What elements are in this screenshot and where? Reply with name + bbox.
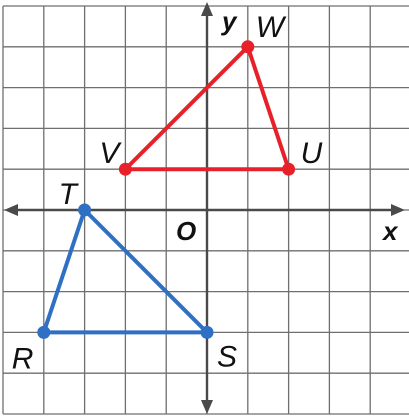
vertex-point-r [37,325,51,339]
vertex-point-u [282,162,296,176]
vertex-point-s [200,325,214,339]
axes [4,2,405,414]
triangle-2 [41,208,209,335]
triangles [37,40,296,339]
x-axis-arrow-left [4,204,18,216]
origin-label: O [176,216,196,246]
vertex-point-w [241,40,255,54]
vertex-label-v: V [99,137,122,170]
vertex-label-w: W [256,11,287,44]
vertex-label-r: R [12,342,34,375]
y-axis-arrow-up [201,2,213,16]
vertex-point-t [78,203,92,217]
x-axis-arrow-right [391,204,405,216]
labels: x y O V W U T S R [12,6,399,375]
x-axis-label: x [381,216,399,246]
y-axis-label: y [220,6,238,36]
vertex-label-u: U [301,137,323,170]
vertex-label-t: T [59,178,80,211]
triangle-1 [123,44,291,172]
y-axis-arrow-down [201,400,213,414]
vertex-point-v [118,162,132,176]
vertex-label-s: S [217,340,237,373]
